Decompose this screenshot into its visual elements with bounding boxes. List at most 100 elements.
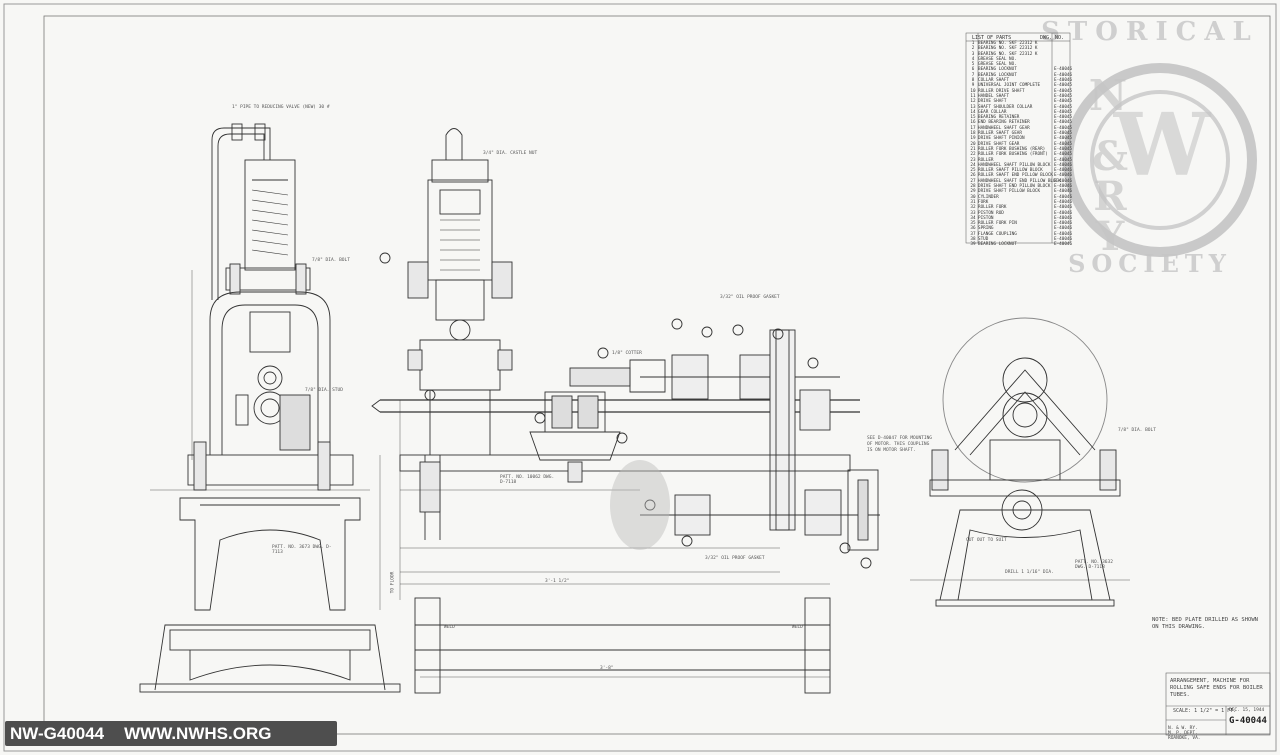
- parts-list-no: 6: [971, 67, 975, 73]
- company-line: N. & W. RY.: [1168, 726, 1198, 731]
- parts-list-dwg: E-40045: [1054, 88, 1073, 94]
- parts-list-dwg: E-40045: [1054, 141, 1073, 147]
- parts-list-dwg: E-40046: [1054, 199, 1073, 205]
- parts-list-name: ROLLER SHAFT GEAR: [978, 131, 1022, 137]
- parts-list-no: 35: [970, 221, 976, 227]
- parts-list-dwg: E-40045: [1054, 93, 1073, 99]
- label-weld-right: WELD: [792, 625, 803, 630]
- parts-list-name: BEARING NO. SKF 22312 K: [978, 51, 1038, 57]
- parts-list-name: ROLLER DRIVE SHAFT: [978, 88, 1025, 94]
- parts-list-no: 16: [970, 120, 976, 126]
- parts-list-no: 36: [970, 226, 976, 232]
- title-block-date: DEC. 15, 1944: [1229, 708, 1265, 713]
- parts-list-name: DRIVE SHAFT END PILLOW BLOCK: [978, 184, 1051, 190]
- parts-list-no: 17: [970, 125, 976, 131]
- smudge: [610, 460, 670, 550]
- parts-list-dwg: E-40046: [1054, 242, 1073, 248]
- parts-list-name: DRIVE SHAFT: [978, 99, 1007, 105]
- parts-list-dwg: E-40045: [1054, 125, 1073, 131]
- parts-list-name: FLANGE COUPLING: [978, 231, 1017, 237]
- parts-list-name: DRIVE SHAFT GEAR: [978, 141, 1020, 147]
- left-end-view: [139, 123, 401, 693]
- parts-list-dwg: E-40046: [1054, 231, 1073, 237]
- parts-list-dwg: E-40045: [1054, 120, 1073, 126]
- parts-list-no: 24: [970, 162, 976, 168]
- parts-list-name: CYLINDER: [978, 194, 999, 200]
- parts-list-no: 34: [970, 215, 976, 221]
- parts-list-dwg: E-40046: [1054, 215, 1073, 221]
- parts-list-dwg: E-40045: [1054, 109, 1073, 115]
- banner-id: NW-G40044: [10, 724, 105, 743]
- gear-shaft-assembly: [371, 252, 880, 694]
- society-seal: W N & R Y STORICAL SOCIETY: [1041, 17, 1257, 278]
- parts-list-dwg: E-40046: [1054, 162, 1073, 168]
- parts-list-no: 39: [970, 242, 976, 248]
- parts-list-title: LIST OF PARTS: [972, 35, 1012, 41]
- parts-list-name: HANDEL SHAFT: [978, 93, 1010, 99]
- svg-text:SOCIETY: SOCIETY: [1068, 249, 1232, 278]
- banner-url[interactable]: WWW.NWHS.ORG: [124, 724, 272, 743]
- parts-list-name: BEARING LOCKNUT: [978, 242, 1017, 248]
- cylinder-section-view: [407, 128, 513, 455]
- svg-text:N: N: [1089, 71, 1127, 120]
- parts-list-dwg: E-40045: [1054, 83, 1073, 89]
- label-oil-gasket-bottom: 3/32" OIL PROOF GASKET: [705, 556, 765, 561]
- parts-list-name: ROLLER: [978, 157, 994, 163]
- parts-list-name: BEARING NO. SKF 22312 K: [978, 41, 1038, 46]
- title-block-frame: [1165, 672, 1271, 736]
- parts-list-name: ROLLER FORK BUSHING (FRONT): [978, 152, 1048, 158]
- label-dim-base: 3'-8": [600, 666, 614, 671]
- parts-list-dwg: E-40046: [1054, 67, 1073, 73]
- label-cut-out: CUT OUT TO SUIT: [966, 538, 1007, 543]
- parts-list-name: UNIVERSAL JOINT COMPLETE: [978, 83, 1041, 89]
- parts-list-no: 12: [970, 99, 976, 105]
- parts-list-name: STUD: [978, 236, 989, 242]
- parts-list-name: ROLLER SHAFT PILLOW BLOCK: [978, 168, 1043, 174]
- parts-list-no: 28: [970, 184, 976, 190]
- parts-list-no: 23: [970, 157, 976, 163]
- drawing-note: NOTE: BED PLATE DRILLED AS SHOWN ON THIS…: [1152, 617, 1258, 630]
- title-block-scale: SCALE: 1 1/2" = 1 FT.: [1173, 708, 1237, 714]
- svg-text:&: &: [1092, 133, 1128, 180]
- label-pipe: 1" PIPE TO REDUCING VALVE (NEW) 30 #: [232, 105, 330, 110]
- label-cotter: 1/8" COTTER: [612, 351, 642, 356]
- parts-list-dwg: E-40046: [1054, 189, 1073, 195]
- parts-list-no: 10: [970, 88, 976, 94]
- parts-list-no: 19: [970, 136, 976, 142]
- parts-list-name: END BEARING RETAINER: [978, 120, 1030, 126]
- parts-list-name: HANDWHEEL SHAFT GEAR: [978, 125, 1030, 131]
- parts-list-dwg: E-40046: [1054, 178, 1073, 184]
- label-dia-bolt: 7/8" DIA. BOLT: [312, 258, 350, 263]
- parts-list-name: DRIVE SHAFT PINION: [978, 136, 1025, 142]
- parts-list-dwg: E-40045: [1054, 152, 1073, 158]
- parts-list-dwg: E-40045: [1054, 99, 1073, 105]
- parts-list-no: 30: [970, 194, 976, 200]
- label-motor-note: SEE D-40047 FOR MOUNTING OF MOTOR. THIS …: [867, 436, 933, 453]
- parts-list-name: GEAR COLLAR: [978, 109, 1007, 115]
- parts-table-grid: [965, 32, 1071, 244]
- parts-list-dwg: E-40045: [1054, 136, 1073, 142]
- parts-list-no: 27: [970, 178, 976, 184]
- parts-list-dwg: E-40046: [1054, 168, 1073, 174]
